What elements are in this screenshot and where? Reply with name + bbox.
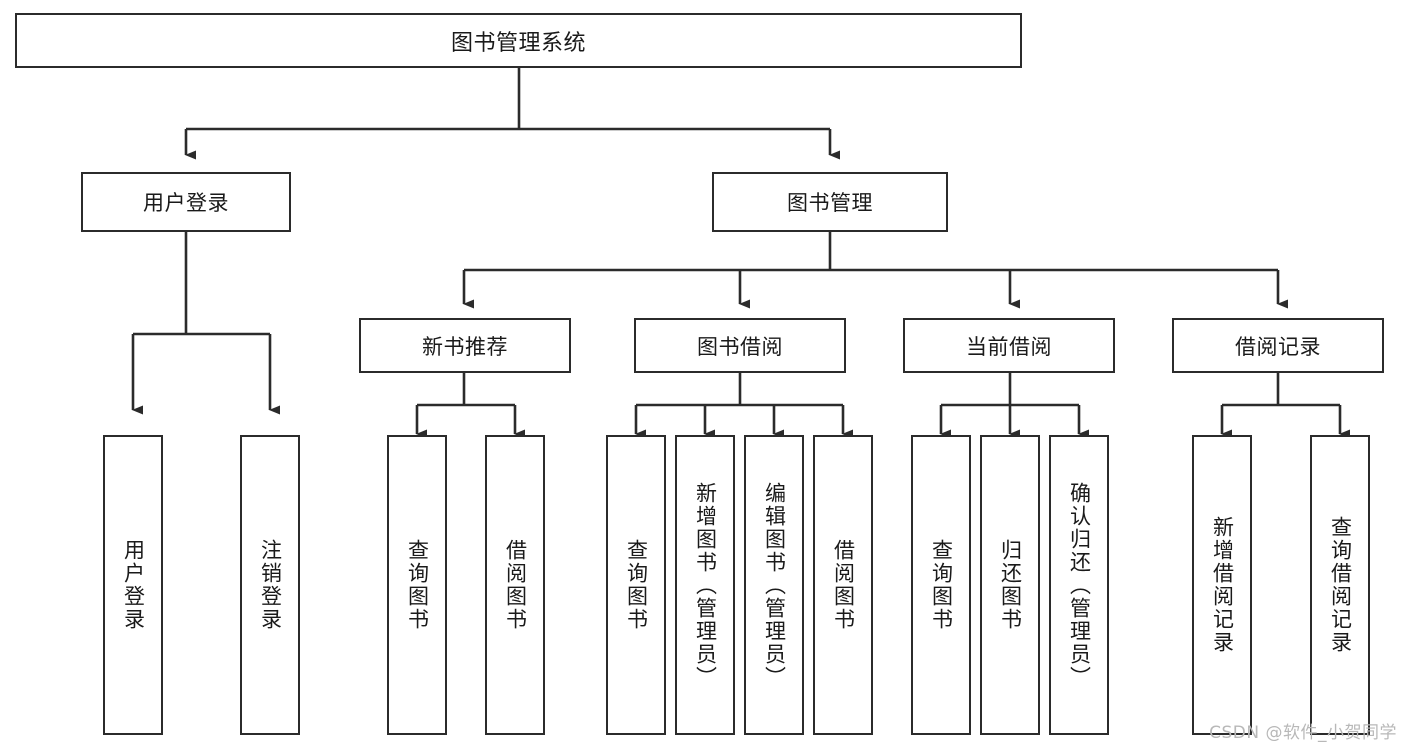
node-current-borrow[interactable]: 当前借阅 xyxy=(903,318,1115,373)
node-leaf-logout-label: 注销登录 xyxy=(258,539,283,631)
node-leaf-logout[interactable]: 注销登录 xyxy=(240,435,300,735)
node-leaf-query-book-3[interactable]: 查询图书 xyxy=(911,435,971,735)
node-root-label: 图书管理系统 xyxy=(450,30,586,56)
node-user-login[interactable]: 用户登录 xyxy=(81,172,291,232)
node-user-login-label: 用户登录 xyxy=(143,191,229,215)
node-borrow-record-label: 借阅记录 xyxy=(1235,334,1321,359)
node-leaf-query-record[interactable]: 查询借阅记录 xyxy=(1310,435,1370,735)
node-book-borrow-label: 图书借阅 xyxy=(697,334,783,359)
node-leaf-query-record-label: 查询借阅记录 xyxy=(1328,516,1353,654)
node-leaf-borrow-book-2-label: 借阅图书 xyxy=(831,539,856,631)
node-leaf-confirm-return-label: 确认归还（管理员） xyxy=(1067,481,1092,689)
node-leaf-user-login[interactable]: 用户登录 xyxy=(103,435,163,735)
node-leaf-borrow-book-2[interactable]: 借阅图书 xyxy=(813,435,873,735)
node-book-manage-label: 图书管理 xyxy=(787,191,873,215)
node-book-manage[interactable]: 图书管理 xyxy=(712,172,948,232)
node-leaf-return-book[interactable]: 归还图书 xyxy=(980,435,1040,735)
node-leaf-query-book-2[interactable]: 查询图书 xyxy=(606,435,666,735)
node-book-borrow[interactable]: 图书借阅 xyxy=(634,318,846,373)
node-borrow-record[interactable]: 借阅记录 xyxy=(1172,318,1384,373)
node-leaf-return-book-label: 归还图书 xyxy=(998,539,1023,631)
node-leaf-query-book-3-label: 查询图书 xyxy=(929,539,954,631)
node-root[interactable]: 图书管理系统 xyxy=(15,13,1022,68)
node-leaf-add-book[interactable]: 新增图书（管理员） xyxy=(675,435,735,735)
node-leaf-add-record-label: 新增借阅记录 xyxy=(1210,516,1235,654)
node-new-book-rec[interactable]: 新书推荐 xyxy=(359,318,571,373)
node-leaf-add-book-label: 新增图书（管理员） xyxy=(693,481,718,689)
node-leaf-edit-book[interactable]: 编辑图书（管理员） xyxy=(744,435,804,735)
node-leaf-query-book-2-label: 查询图书 xyxy=(624,539,649,631)
node-current-borrow-label: 当前借阅 xyxy=(966,334,1052,359)
node-leaf-query-book-1[interactable]: 查询图书 xyxy=(387,435,447,735)
node-leaf-borrow-book-1-label: 借阅图书 xyxy=(503,539,528,631)
node-leaf-borrow-book-1[interactable]: 借阅图书 xyxy=(485,435,545,735)
node-leaf-confirm-return[interactable]: 确认归还（管理员） xyxy=(1049,435,1109,735)
node-leaf-user-login-label: 用户登录 xyxy=(121,539,146,631)
node-leaf-add-record[interactable]: 新增借阅记录 xyxy=(1192,435,1252,735)
node-new-book-rec-label: 新书推荐 xyxy=(422,334,508,359)
node-leaf-query-book-1-label: 查询图书 xyxy=(405,539,430,631)
node-leaf-edit-book-label: 编辑图书（管理员） xyxy=(762,481,787,689)
